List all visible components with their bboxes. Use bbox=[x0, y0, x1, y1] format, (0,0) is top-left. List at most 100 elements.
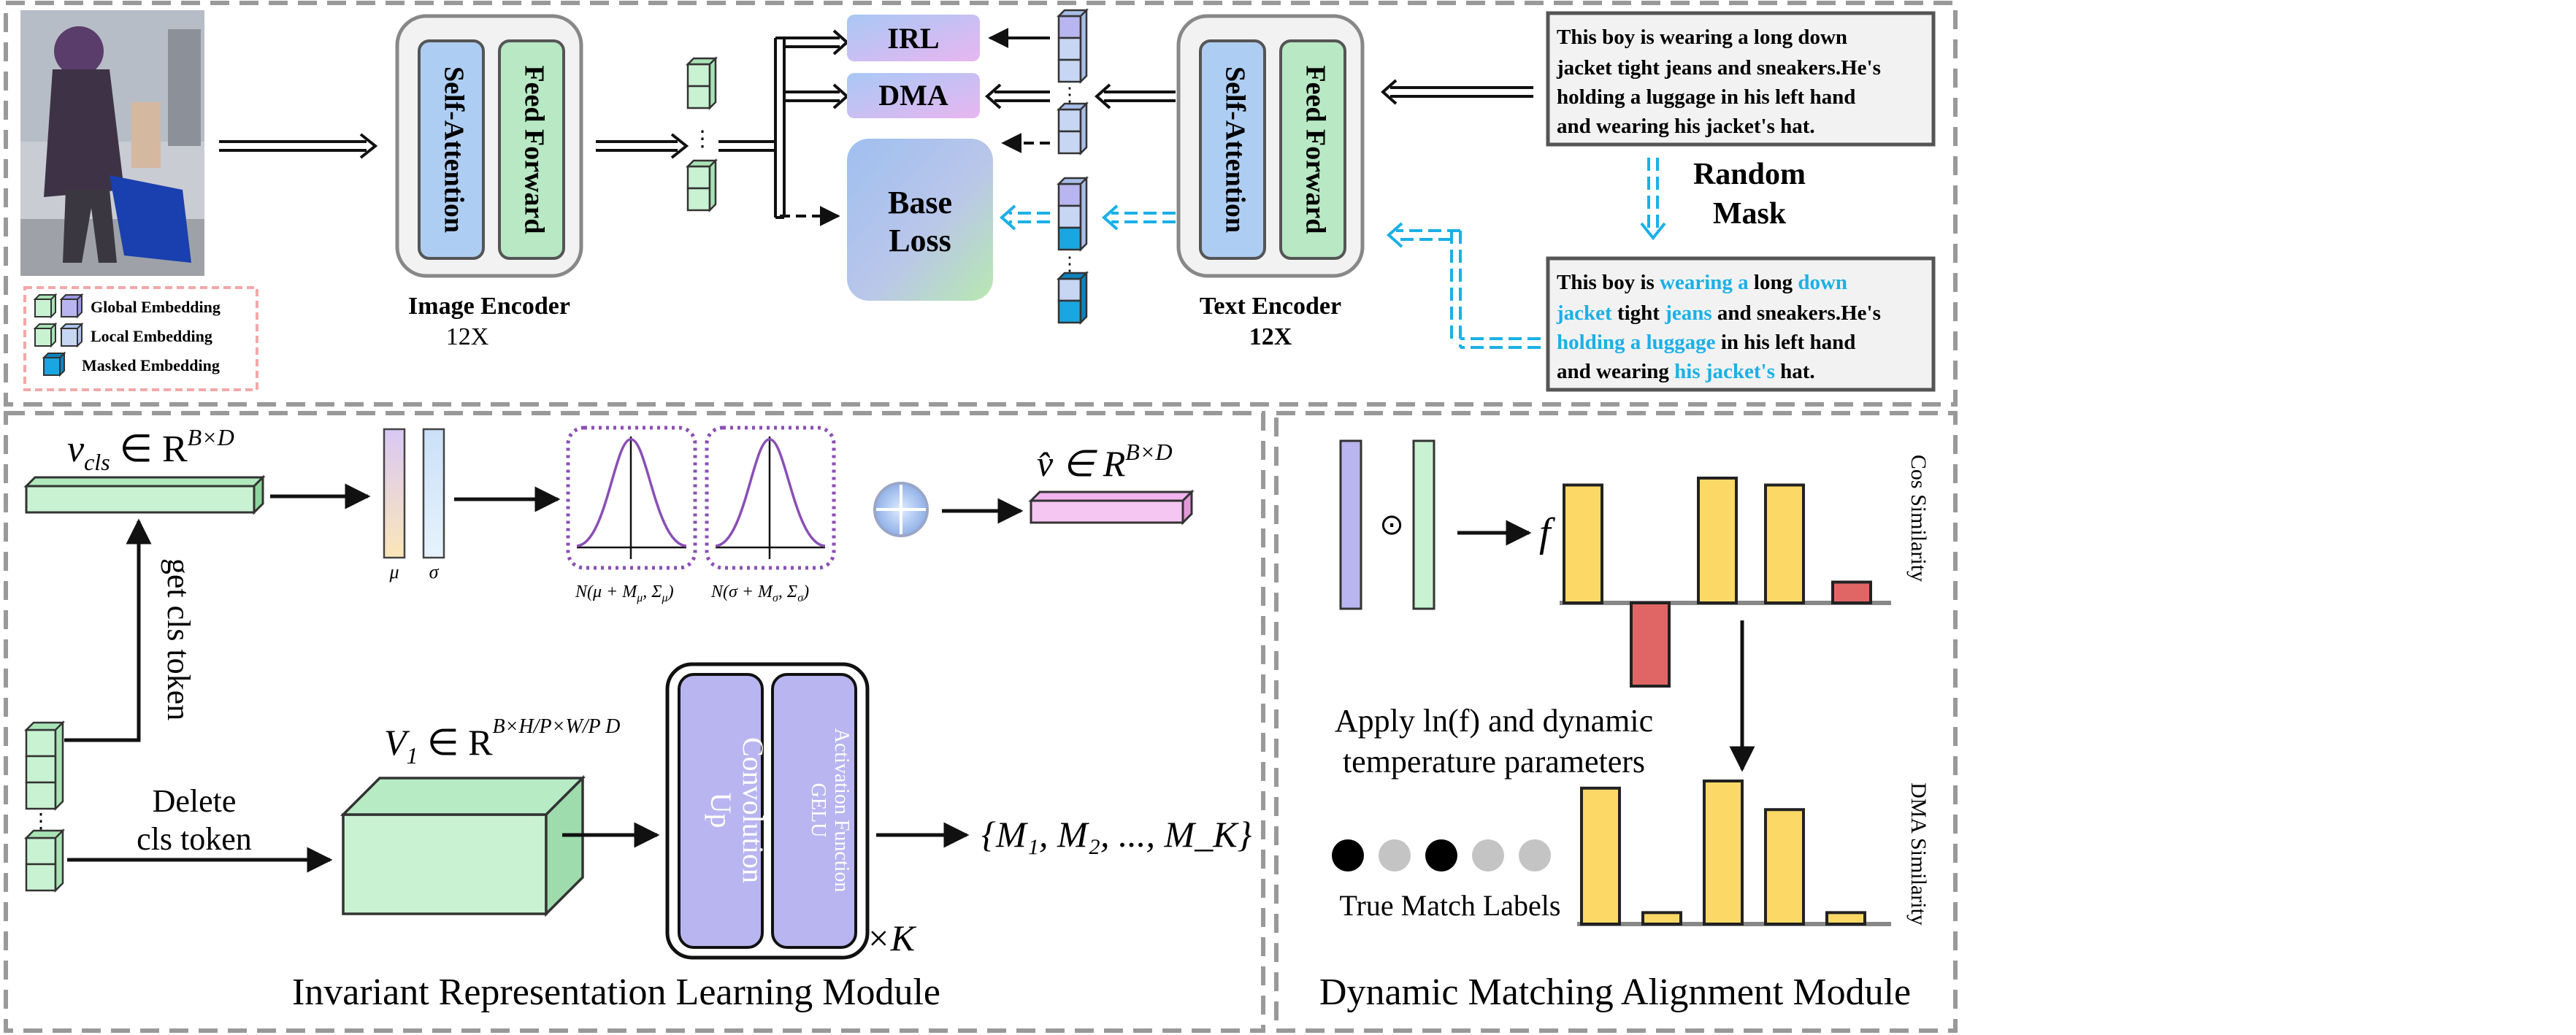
legend-global-purple-cube-icon bbox=[59, 293, 84, 319]
cos-bar bbox=[1764, 483, 1805, 604]
legend-local-blue-cube-icon bbox=[59, 322, 84, 348]
mc-l2a: jacket bbox=[1556, 301, 1612, 325]
gaussian-1 bbox=[566, 426, 697, 570]
cos-bar bbox=[1831, 580, 1872, 604]
vhat-label: v̂ ∈ R bbox=[1037, 443, 1125, 484]
text-encoder-repeat: 12X bbox=[1249, 323, 1292, 350]
irl-head-label: IRL bbox=[887, 22, 939, 55]
dma-head-label: DMA bbox=[878, 79, 948, 112]
apply-label-2: temperature parameters bbox=[1343, 744, 1645, 780]
odot-symbol: ⊙ bbox=[1379, 508, 1404, 542]
arrow-masked-head bbox=[999, 204, 1016, 231]
text-encoder-title: Text Encoder bbox=[1200, 293, 1341, 320]
up-conv-label-2: Convolution bbox=[737, 737, 770, 883]
vcls-v: v bbox=[67, 428, 85, 470]
gaussian-2 bbox=[705, 426, 836, 570]
person-photo bbox=[20, 10, 204, 276]
true-match-dot bbox=[1519, 839, 1551, 872]
mc-l3b: in his left hand bbox=[1716, 331, 1856, 354]
caption-line-4: and wearing his jacket's hat. bbox=[1557, 115, 1815, 138]
dma-bar bbox=[1825, 911, 1866, 926]
gauss2-a: N(σ + M bbox=[710, 582, 774, 601]
image-encoder-title: Image Encoder bbox=[408, 293, 570, 320]
image-self-attention-block bbox=[418, 39, 485, 260]
svg-text:holding a luggage in his left: holding a luggage in his left hand bbox=[1557, 331, 1855, 354]
arrow-textenc-to-masked-emb bbox=[1111, 212, 1176, 223]
upconv-gelu-block: Up Convolution GELU Activation Function bbox=[665, 662, 870, 960]
svg-text:⋮: ⋮ bbox=[1060, 253, 1079, 275]
caption-line-3: holding a luggage in his left hand bbox=[1557, 85, 1855, 109]
arrow-masked-emb-to-base bbox=[1009, 212, 1050, 223]
svg-text:N(μ + Mμ, Σμ): N(μ + Mμ, Σμ) bbox=[575, 582, 674, 604]
mc-l1a: This boy is bbox=[1557, 271, 1660, 294]
mu-vector bbox=[383, 428, 406, 559]
mc-l2d: and sneakers.He's bbox=[1712, 301, 1881, 325]
dma-bar bbox=[1580, 786, 1621, 926]
cos-similarity-label: Cos Similarity bbox=[1906, 455, 1931, 582]
patch-embedding-stack: ⋮ bbox=[23, 720, 66, 893]
legend-global-green-cube-icon bbox=[33, 293, 58, 319]
mc-l1c: long bbox=[1749, 271, 1798, 294]
true-match-labels-text: True Match Labels bbox=[1340, 889, 1561, 922]
random-mask-label-1: Random bbox=[1693, 158, 1806, 191]
irl-head bbox=[847, 15, 980, 61]
image-encoder: Self-Attention Feed Forward bbox=[395, 14, 583, 278]
gauss1-sub: μ bbox=[636, 592, 643, 604]
dma-panel bbox=[1274, 411, 1958, 1033]
text-encoder: Self-Attention Feed Forward bbox=[1176, 14, 1365, 278]
mc-l3a: holding a luggage bbox=[1557, 331, 1716, 354]
sigma-label: σ bbox=[429, 561, 440, 582]
mc-l2b: tight bbox=[1612, 301, 1665, 325]
branch-arrows bbox=[718, 29, 850, 219]
mu-label: μ bbox=[388, 561, 399, 582]
true-match-dot bbox=[1379, 839, 1411, 872]
dma-image-feature bbox=[1339, 439, 1362, 610]
arrow-emb-to-dma bbox=[984, 83, 1050, 109]
true-match-labels bbox=[1332, 839, 1551, 872]
gelu-block bbox=[771, 673, 857, 949]
gelu-label-1: GELU bbox=[807, 783, 829, 838]
text-feed-forward-block bbox=[1279, 39, 1346, 260]
output-set-label: {M₁, M₂, ..., M_K} bbox=[981, 814, 1252, 855]
gauss2-b: , Σ bbox=[778, 582, 797, 601]
legend-masked-cube-icon bbox=[42, 351, 66, 377]
gauss2-sub: σ bbox=[773, 592, 779, 604]
vcls-sup: B×D bbox=[188, 424, 234, 450]
svg-text:and wearing his jacket's hat.: and wearing his jacket's hat. bbox=[1557, 360, 1815, 383]
masked-caption-box: This boy is wearing a long down jacket t… bbox=[1546, 256, 1936, 392]
text-embedding-stack-upper: ⋮ bbox=[1056, 7, 1089, 156]
gauss2-c: ) bbox=[802, 582, 809, 601]
arrow-get-cls bbox=[64, 518, 152, 742]
cos-similarity-chart bbox=[1560, 477, 1891, 688]
dma-bar bbox=[1641, 911, 1682, 926]
base-loss-label-1: Base bbox=[888, 185, 952, 220]
up-conv-label-1: Up bbox=[705, 793, 737, 828]
svg-text:v̂ ∈ RB×D: v̂ ∈ RB×D bbox=[1037, 439, 1173, 484]
vhat-sup: B×D bbox=[1125, 439, 1172, 465]
image-self-attention-label: Self-Attention bbox=[438, 66, 469, 233]
text-self-attention-label: Self-Attention bbox=[1219, 66, 1250, 233]
mc-l1b: wearing a bbox=[1660, 271, 1749, 294]
gauss2-sub2: σ bbox=[797, 592, 804, 604]
v1-label: V bbox=[384, 722, 410, 763]
svg-text:N(σ + Mσ, Σσ): N(σ + Mσ, Σσ) bbox=[710, 582, 809, 604]
arrow-textenc-to-emb bbox=[1094, 83, 1176, 109]
image-feed-forward-block bbox=[498, 39, 565, 260]
arrow-caption-to-textenc bbox=[1380, 79, 1533, 105]
text-self-attention-block bbox=[1199, 39, 1266, 260]
vcls-sub: cls bbox=[84, 449, 110, 475]
sampling-add-icon bbox=[873, 482, 929, 537]
image-encoder-repeat: 12X bbox=[446, 323, 489, 350]
arrow-encoder-to-embeds bbox=[596, 133, 689, 159]
gauss1-c: ) bbox=[667, 582, 674, 601]
svg-text:⋮: ⋮ bbox=[1060, 84, 1079, 106]
caption-line-1: This boy is wearing a long down bbox=[1557, 26, 1847, 49]
irl-module-title: Invariant Representation Learning Module bbox=[292, 971, 940, 1013]
v1-in: ∈ R bbox=[418, 722, 494, 763]
svg-text:⋮: ⋮ bbox=[31, 809, 51, 833]
mc-l1d: down bbox=[1798, 271, 1847, 294]
dma-module-title: Dynamic Matching Alignment Module bbox=[1319, 971, 1911, 1013]
dma-bar bbox=[1764, 808, 1805, 926]
get-cls-label: get cls token bbox=[161, 558, 196, 720]
cos-bar bbox=[1630, 601, 1671, 688]
